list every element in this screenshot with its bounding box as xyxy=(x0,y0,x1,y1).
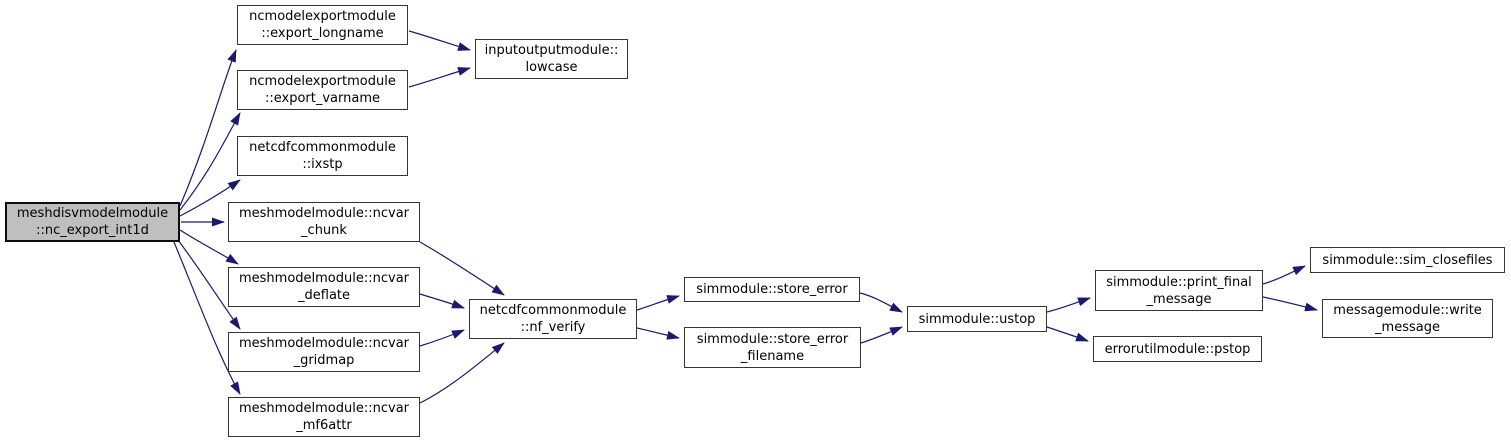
edge-nf-verify-to-store-error-filename xyxy=(636,327,680,340)
node-label-line: simmodule::store_error xyxy=(696,331,849,347)
node-label-line: ::nc_export_int1d xyxy=(36,223,149,238)
node-label-line: simmodule::store_error xyxy=(696,282,848,297)
node-sim-closefiles[interactable]: simmodule::sim_closefiles xyxy=(1310,247,1505,273)
node-store-error-filename[interactable]: simmodule::store_error_filename xyxy=(684,327,861,368)
node-ncvar-chunk[interactable]: meshmodelmodule::ncvar_chunk xyxy=(228,202,420,242)
node-label-line: ncmodelexportmodule xyxy=(249,74,396,89)
edge-ncvar-gridmap-to-nf-verify xyxy=(419,329,465,347)
edge-store-error-filename-to-ustop xyxy=(860,326,903,344)
edge-store-error-to-ustop xyxy=(859,292,903,313)
node-label-line: meshmodelmodule::ncvar xyxy=(238,271,410,286)
node-nf-verify[interactable]: netcdfcommonmodule::nf_verify xyxy=(469,299,637,339)
edge-export-longname-to-lowcase xyxy=(408,30,471,51)
edge-ncvar-chunk-to-nf-verify xyxy=(419,241,505,296)
edge-nf-verify-to-store-error xyxy=(636,295,680,311)
node-label-line: ::export_varname xyxy=(264,91,380,106)
edge-print-final-message-to-sim-closefiles xyxy=(1262,265,1306,285)
node-label-line: _chunk xyxy=(301,223,347,238)
node-label-line: meshmodelmodule::ncvar xyxy=(238,401,410,416)
node-label-line: ::export_longname xyxy=(261,26,384,41)
node-label-line: lowcase xyxy=(525,60,578,75)
node-label-line: netcdfcommonmodule xyxy=(249,140,396,155)
node-ixstp[interactable]: netcdfcommonmodule::ixstp xyxy=(237,136,408,176)
node-label-line: _message xyxy=(1375,319,1440,335)
edge-ustop-to-pstop xyxy=(1046,326,1089,342)
node-label-line: _mf6attr xyxy=(296,418,352,433)
node-ustop[interactable]: simmodule::ustop xyxy=(907,306,1047,332)
node-label-line: simmodule::sim_closefiles xyxy=(1322,252,1493,268)
node-label-line: _gridmap xyxy=(293,353,355,368)
edge-print-final-message-to-write-message xyxy=(1262,296,1318,312)
node-ncvar-gridmap[interactable]: meshmodelmodule::ncvar_gridmap xyxy=(228,332,420,372)
node-label-line: inputoutputmodule:: xyxy=(484,43,619,58)
node-write-message[interactable]: messagemodule::write_message xyxy=(1322,299,1493,338)
node-label-line: simmodule::print_final xyxy=(1106,274,1252,290)
node-ncvar-deflate[interactable]: meshmodelmodule::ncvar_deflate xyxy=(228,267,420,307)
node-label-line: simmodule::ustop xyxy=(918,311,1036,327)
node-ncvar-mf6attr[interactable]: meshmodelmodule::ncvar_mf6attr xyxy=(228,397,420,437)
node-label-line: messagemodule::write xyxy=(1333,302,1482,318)
edge-ustop-to-print-final-message xyxy=(1046,297,1091,313)
node-pstop[interactable]: errorutilmodule::pstop xyxy=(1093,336,1262,362)
node-lowcase[interactable]: inputoutputmodule::lowcase xyxy=(475,39,628,79)
node-label-line: ::ixstp xyxy=(302,157,343,172)
node-label-line: netcdfcommonmodule xyxy=(479,303,627,318)
node-label-line: errorutilmodule::pstop xyxy=(1104,341,1251,357)
edge-nc-export-int1d-to-export-longname xyxy=(179,49,237,207)
node-label-line: meshmodelmodule::ncvar xyxy=(238,336,410,351)
node-label-line: _deflate xyxy=(298,288,350,303)
node-export-varname[interactable]: ncmodelexportmodule::export_varname xyxy=(237,70,408,110)
edge-ncvar-mf6attr-to-nf-verify xyxy=(419,342,505,404)
node-print-final-message[interactable]: simmodule::print_final_message xyxy=(1095,270,1263,311)
node-label-line: ncmodelexportmodule xyxy=(249,9,396,24)
node-label-line: meshdisvmodelmodule xyxy=(16,206,169,221)
edge-ncvar-deflate-to-nf-verify xyxy=(419,293,465,309)
node-export-longname[interactable]: ncmodelexportmodule::export_longname xyxy=(237,5,408,45)
node-nc-export-int1d: meshdisvmodelmodule::nc_export_int1d xyxy=(5,202,180,242)
node-label-line: _message xyxy=(1146,291,1212,307)
node-store-error[interactable]: simmodule::store_error xyxy=(684,277,860,302)
edge-export-varname-to-lowcase xyxy=(408,67,471,88)
node-label-line: _filename xyxy=(740,348,805,364)
edge-nc-export-int1d-to-export-varname xyxy=(179,112,241,211)
node-label-line: meshmodelmodule::ncvar xyxy=(238,206,410,221)
node-label-line: ::nf_verify xyxy=(520,320,586,335)
